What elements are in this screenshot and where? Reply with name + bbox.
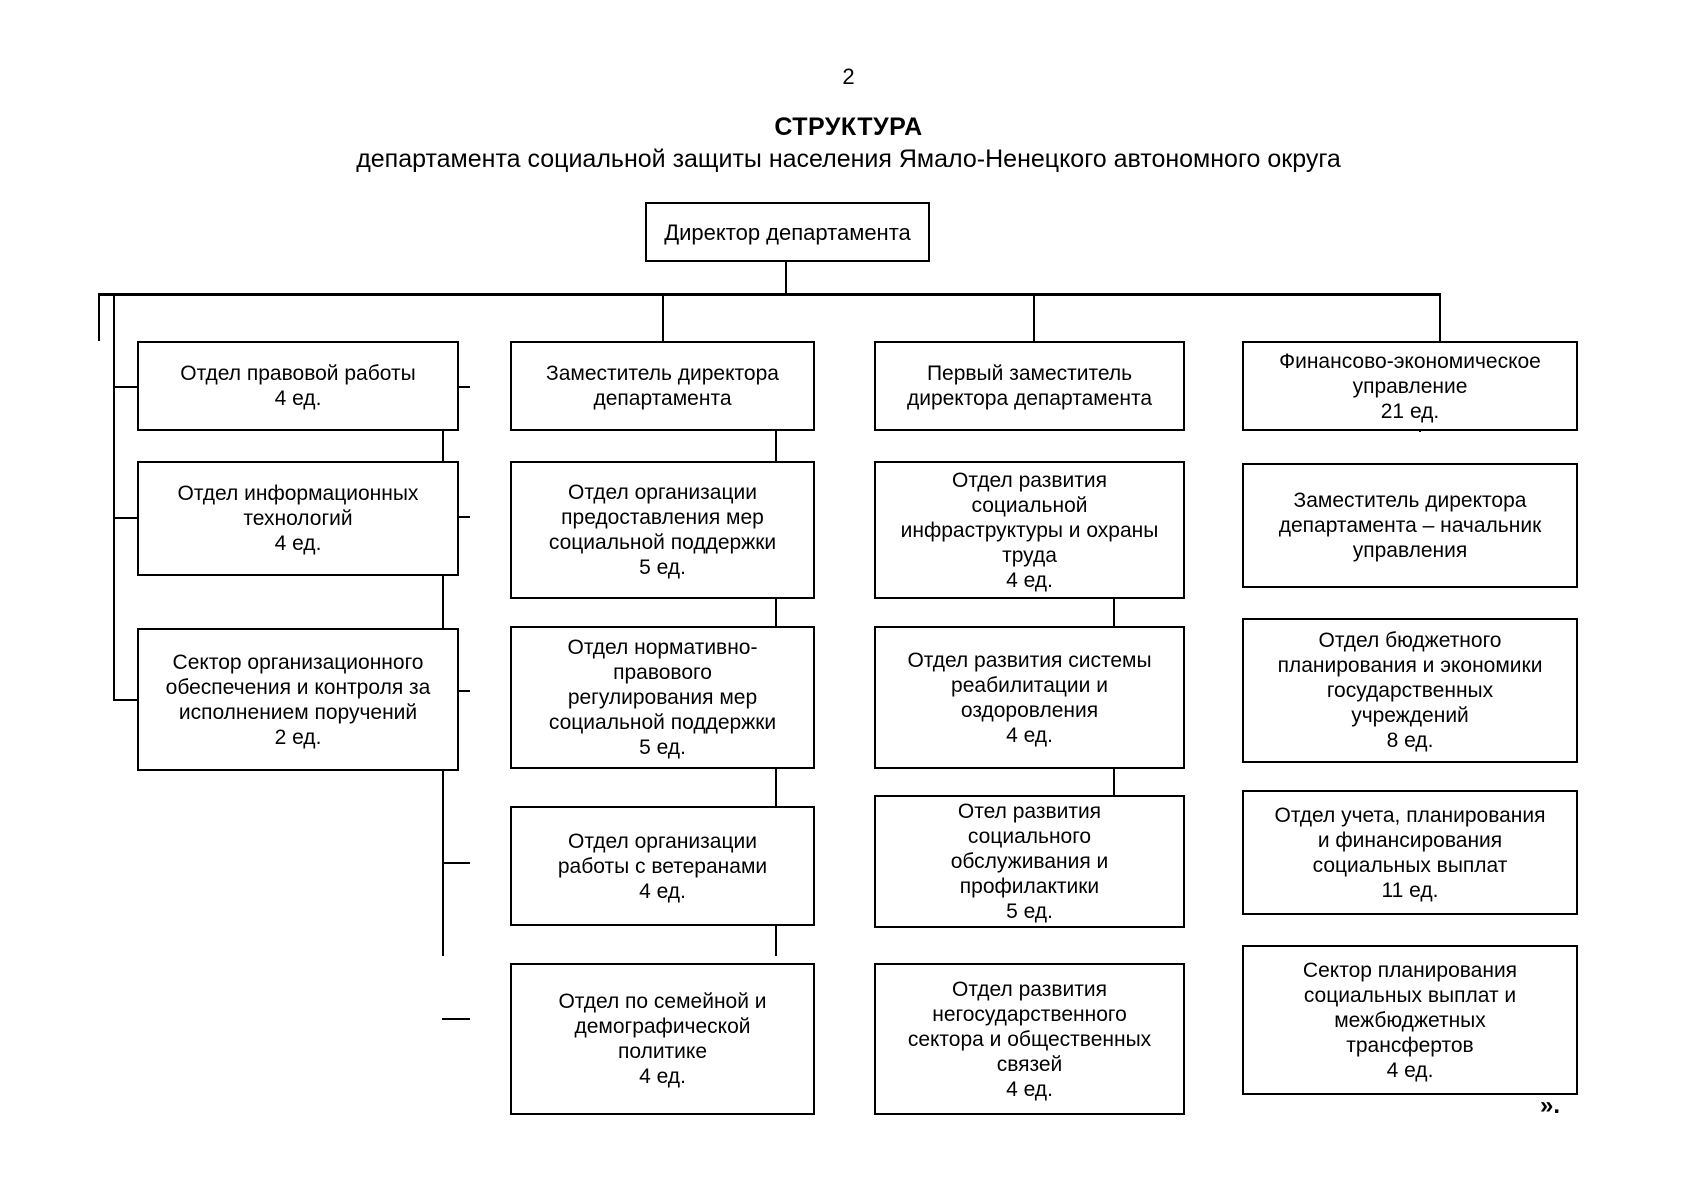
connector-drop-col3 [1033, 293, 1035, 341]
node-col3-4[interactable]: Отдел развития негосударственного сектор… [874, 963, 1185, 1115]
node-col3-3-label: Отел развития социального обслуживания и… [950, 800, 1109, 923]
node-col1-2-label: Отдел информационных технологий 4 ед. [177, 482, 419, 555]
node-col2-2[interactable]: Отдел нормативно- правового регулировани… [510, 626, 815, 769]
node-col2-2-label: Отдел нормативно- правового регулировани… [548, 636, 777, 759]
connector-stub-col1-1 [113, 386, 137, 388]
node-col4-4[interactable]: Сектор планирования социальных выплат и … [1242, 945, 1578, 1095]
node-col2-3-label: Отдел организации работы с ветеранами 4 … [557, 829, 768, 903]
node-col1-2[interactable]: Отдел информационных технологий 4 ед. [137, 461, 459, 576]
node-col4-head-label: Финансово-экономическое управление 21 ед… [1279, 349, 1541, 423]
node-col3-2[interactable]: Отдел развития системы реабилитации и оз… [874, 626, 1185, 769]
connector-stub-col1-2 [113, 517, 137, 519]
connector-drop-col1 [98, 293, 100, 341]
node-col4-4-label: Сектор планирования социальных выплат и … [1302, 958, 1518, 1082]
connector-drop-col4 [1439, 293, 1441, 341]
node-col4-2[interactable]: Отдел бюджетного планирования и экономик… [1242, 618, 1578, 763]
node-col3-4-label: Отдел развития негосударственного сектор… [907, 977, 1152, 1101]
page-subtitle: департамента социальной защиты населения… [356, 145, 1341, 173]
node-root-label: Директор департамента [664, 219, 911, 245]
node-col4-1-label: Заместитель директора департамента – нач… [1278, 489, 1542, 562]
node-col2-3[interactable]: Отдел организации работы с ветеранами 4 … [510, 806, 815, 926]
node-col3-head[interactable]: Первый заместитель директора департамент… [874, 341, 1185, 431]
closing-quote: ». [1540, 1092, 1561, 1119]
connector-rail-col1 [113, 295, 115, 700]
node-col2-1-label: Отдел организации предоставления мер соц… [548, 481, 777, 579]
node-col3-head-label: Первый заместитель директора департамент… [906, 362, 1153, 410]
page-number: 2 [842, 64, 855, 89]
connector-stub-col2-3 [442, 862, 470, 864]
page-title: СТРУКТУРА [774, 113, 923, 141]
node-col2-4-label: Отдел по семейной и демографической поли… [558, 990, 767, 1088]
node-col3-1-label: Отдел развития социальной инфраструктуры… [900, 468, 1159, 592]
node-root[interactable]: Директор департамента [645, 202, 930, 262]
node-col3-2-label: Отдел развития системы реабилитации и оз… [907, 648, 1152, 747]
node-col2-head-label: Заместитель директора департамента [546, 362, 779, 410]
node-col1-1[interactable]: Отдел правовой работы 4 ед. [137, 341, 459, 431]
connector-drop-col2 [662, 293, 664, 341]
connector-main-trunk [98, 293, 1440, 296]
node-col1-3[interactable]: Сектор организационного обеспечения и ко… [137, 628, 459, 771]
node-col4-3-label: Отдел учета, планирования и финансирован… [1274, 803, 1546, 902]
node-col3-1[interactable]: Отдел развития социальной инфраструктуры… [874, 461, 1185, 599]
node-col4-2-label: Отдел бюджетного планирования и экономик… [1277, 629, 1543, 752]
connector-stub-col2-4 [442, 1018, 470, 1020]
connector-root-stem [785, 262, 787, 295]
connector-stub-col1-3 [113, 699, 137, 701]
node-col2-4[interactable]: Отдел по семейной и демографической поли… [510, 963, 815, 1115]
node-col4-head[interactable]: Финансово-экономическое управление 21 ед… [1242, 341, 1578, 431]
node-col4-1[interactable]: Заместитель директора департамента – нач… [1242, 463, 1578, 588]
node-col4-3[interactable]: Отдел учета, планирования и финансирован… [1242, 790, 1578, 915]
node-col3-3[interactable]: Отел развития социального обслуживания и… [874, 795, 1185, 928]
node-col2-1[interactable]: Отдел организации предоставления мер соц… [510, 461, 815, 599]
node-col1-1-label: Отдел правовой работы 4 ед. [180, 362, 416, 410]
node-col1-3-label: Сектор организационного обеспечения и ко… [165, 650, 431, 749]
node-col2-head[interactable]: Заместитель директора департамента [510, 341, 815, 431]
